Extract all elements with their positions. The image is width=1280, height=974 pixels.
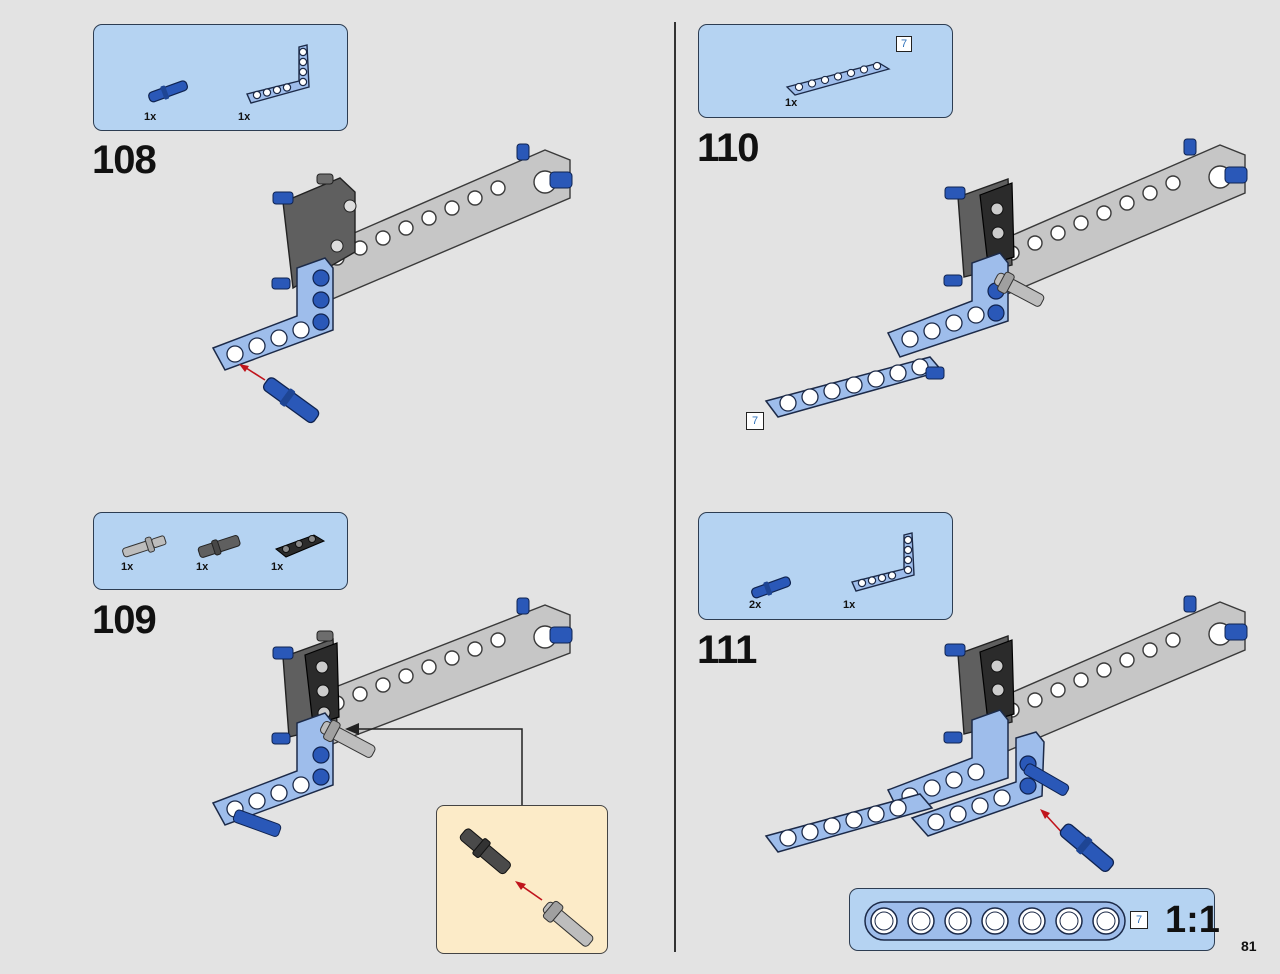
page-divider xyxy=(674,22,676,952)
sub-assembly-callout xyxy=(436,805,608,954)
blue-pin-icon xyxy=(148,80,189,103)
part-qty: 1x xyxy=(196,561,209,573)
step-number: 110 xyxy=(697,126,760,170)
step-number: 109 xyxy=(92,598,157,642)
beam-length-tag: 7 xyxy=(896,36,912,52)
beam-length-tag: 7 xyxy=(1130,911,1148,929)
scale-label: 1:1 xyxy=(1165,899,1220,941)
assembly-illustration xyxy=(211,143,573,424)
step-110-parts-box: 7 1x xyxy=(698,24,953,118)
axle-connector-icon xyxy=(459,828,594,947)
step-number: 111 xyxy=(697,628,757,672)
beam-length-tag: 7 xyxy=(746,412,764,430)
l-beam-light-blue-icon xyxy=(246,44,310,104)
part-qty: 1x xyxy=(271,561,284,573)
page-number: 81 xyxy=(1241,938,1257,954)
dark-grey-axle-connector-icon xyxy=(197,535,241,558)
blue-pin-icon xyxy=(751,576,792,599)
part-qty: 1x xyxy=(843,599,856,611)
grey-axle-pin-icon xyxy=(122,535,167,558)
part-qty: 1x xyxy=(144,111,157,123)
black-beam-icon xyxy=(274,534,326,558)
step-number: 108 xyxy=(92,138,157,182)
l-beam-light-blue-icon xyxy=(851,532,915,592)
part-qty: 1x xyxy=(238,111,251,123)
scale-guide: 7 1:1 xyxy=(849,888,1220,951)
assembly-illustration xyxy=(211,597,573,837)
assembly-illustration xyxy=(764,595,1248,873)
part-qty: 1x xyxy=(785,97,798,109)
beam-scale-icon xyxy=(864,901,1126,941)
part-qty: 1x xyxy=(121,561,134,573)
light-blue-beam-icon xyxy=(785,61,891,96)
step-109-parts-box: 1x 1x 1x xyxy=(93,512,348,590)
step-111-parts-box: 2x 1x xyxy=(698,512,953,620)
part-qty: 2x xyxy=(749,599,762,611)
step-108-parts-box: 1x 1x xyxy=(93,24,348,131)
assembly-illustration xyxy=(764,138,1248,418)
